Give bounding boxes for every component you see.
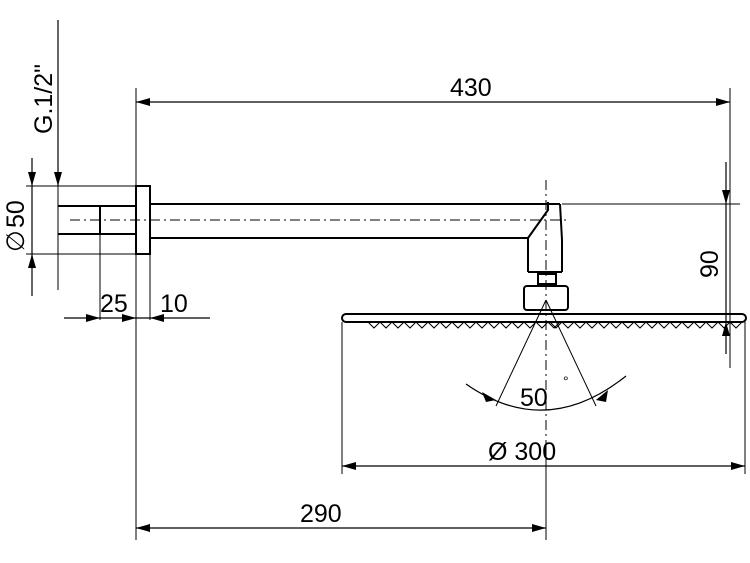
dim-label-diameter-50: 50 [2, 200, 30, 228]
dim-label-10: 10 [160, 290, 188, 318]
dim-label-angle: 50 [520, 384, 548, 412]
dim-label-angle-unit: ° [563, 373, 569, 389]
dimension-thread: G.1/2" [30, 20, 62, 186]
dim-label-diameter-300: Ø 300 [488, 438, 556, 466]
dim-label-diameter-symbol: ∅ [2, 230, 30, 252]
dimension-spray-angle: 50 ° [465, 299, 627, 412]
dimension-diameter-300: Ø 300 [342, 438, 745, 470]
dimension-25-10: 25 10 [64, 290, 210, 322]
shower-head-plate [341, 313, 747, 329]
dimension-430: 430 [136, 74, 730, 106]
dimension-diameter-50: ∅ 50 [2, 158, 36, 296]
dim-label-25: 25 [100, 290, 128, 318]
dim-label-290: 290 [300, 500, 342, 528]
dim-label-90: 90 [696, 250, 724, 278]
dimension-290: 290 [136, 500, 546, 532]
dim-label-430: 430 [450, 74, 492, 102]
center-lines [70, 180, 570, 440]
dimension-90: 90 [696, 162, 730, 354]
shower-arm [150, 202, 563, 273]
dim-label-thread: G.1/2" [30, 64, 58, 134]
